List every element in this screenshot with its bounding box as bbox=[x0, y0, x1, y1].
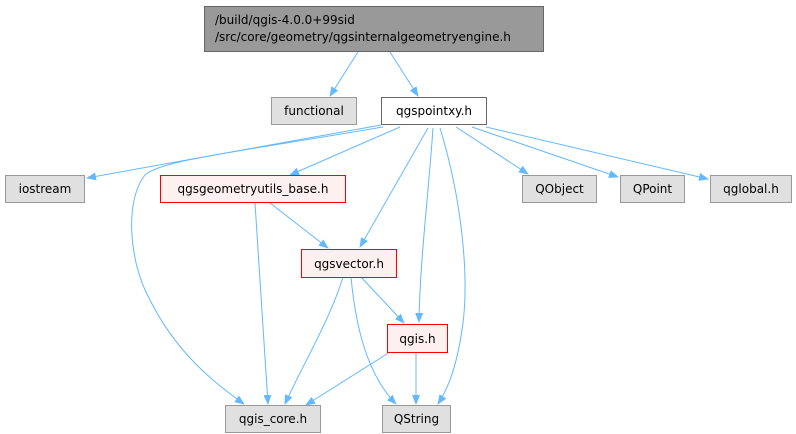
root-path-line1: /build/qgis-4.0.0+99sid bbox=[215, 13, 355, 27]
edge-root-functional bbox=[329, 51, 359, 97]
edge-qgspointxy-qgsvector bbox=[359, 127, 429, 248]
node-qgsgeometryutils-base[interactable]: qgsgeometryutils_base.h bbox=[160, 175, 346, 203]
node-qstring: QString bbox=[382, 405, 451, 433]
node-iostream: iostream bbox=[5, 175, 85, 203]
node-qgsvector[interactable]: qgsvector.h bbox=[301, 249, 397, 278]
edge-geomutils-qgsvector bbox=[269, 202, 329, 249]
edge-root-qgspointxy bbox=[389, 51, 419, 97]
edge-qgsvector-qgis bbox=[360, 276, 405, 324]
edge-qgis-qgis_core bbox=[305, 351, 391, 406]
node-qgspointxy[interactable]: qgspointxy.h bbox=[381, 97, 487, 125]
node-qgis[interactable]: qgis.h bbox=[387, 324, 448, 353]
edge-qgspointxy-qpoint bbox=[471, 126, 619, 178]
node-qgis-core: qgis_core.h bbox=[225, 405, 321, 433]
edge-qgsvector-qgis_core bbox=[284, 276, 344, 405]
node-qpoint: QPoint bbox=[620, 175, 685, 203]
edge-qgspointxy-qgis_core bbox=[131, 126, 384, 405]
edge-qgspointxy-qgis bbox=[415, 127, 434, 323]
node-root-file[interactable]: /build/qgis-4.0.0+99sid /src/core/geomet… bbox=[204, 6, 544, 52]
edge-geomutils-qgis_core bbox=[254, 202, 272, 405]
root-path-line2: /src/core/geometry/qgsinternalgeometryen… bbox=[215, 30, 511, 44]
edge-qgspointxy-qstring bbox=[437, 127, 466, 405]
edge-qgspointxy-qglobal bbox=[485, 126, 709, 181]
node-functional: functional bbox=[271, 97, 357, 125]
node-qglobal: qglobal.h bbox=[710, 175, 792, 203]
edge-qgspointxy-qobject bbox=[455, 126, 529, 175]
edge-qgsvector-qstring bbox=[350, 276, 397, 405]
node-qobject: QObject bbox=[522, 175, 597, 203]
edge-qgspointxy-geomutils bbox=[289, 126, 401, 176]
